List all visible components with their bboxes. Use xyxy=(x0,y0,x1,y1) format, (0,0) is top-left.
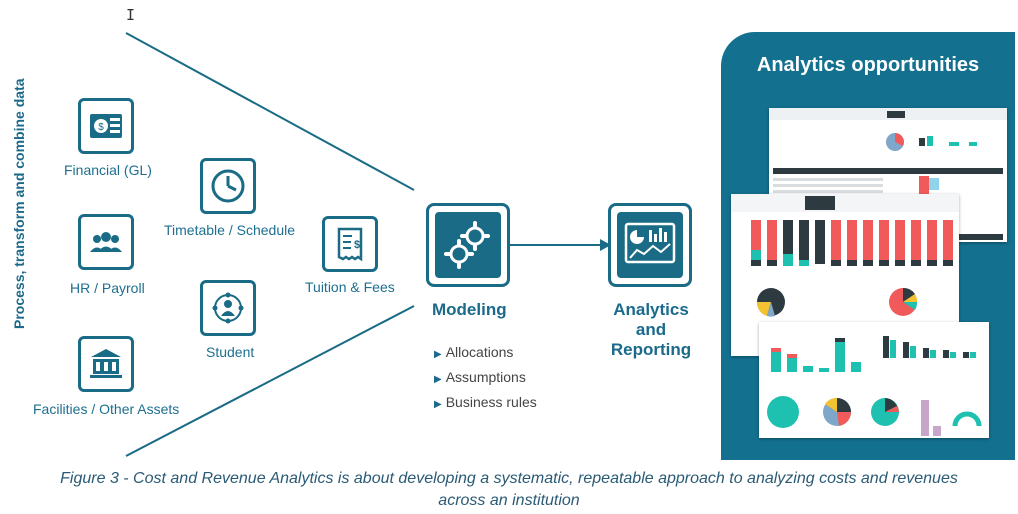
facilities-icon-box xyxy=(78,336,134,392)
clock-icon xyxy=(211,169,245,203)
bullet-arrow-icon: ▶ xyxy=(434,374,442,385)
figure-caption: Figure 3 - Cost and Revenue Analytics is… xyxy=(0,468,1018,512)
analytics-line-1: Analytics xyxy=(613,300,689,319)
dashboard-thumbnail-mixed xyxy=(759,322,989,438)
timetable-icon-box xyxy=(200,158,256,214)
person-network-icon xyxy=(212,292,244,324)
student-label: Student xyxy=(206,344,255,360)
text-cursor-icon: I xyxy=(126,6,136,24)
panel-title: Analytics opportunities xyxy=(756,54,980,76)
bullet-text: Business rules xyxy=(445,394,537,410)
bullet-arrow-icon: ▶ xyxy=(434,399,442,410)
analytics-opportunities-panel: Analytics opportunities xyxy=(721,32,1015,460)
hr-label: HR / Payroll xyxy=(70,280,145,296)
svg-text:$: $ xyxy=(354,239,360,251)
thumbnail-mixed-graphic xyxy=(767,336,982,436)
modeling-icon-box xyxy=(426,203,510,287)
flow-arrow-head xyxy=(600,239,611,251)
money-icon: $ xyxy=(90,114,122,138)
building-icon xyxy=(90,349,122,378)
side-title: Process, transform and combine data xyxy=(11,78,27,329)
modeling-bullet-3: ▶Business rules xyxy=(434,394,537,410)
facilities-label: Facilities / Other Assets xyxy=(33,401,180,417)
people-icon xyxy=(90,232,122,252)
hr-icon-box xyxy=(78,214,134,270)
tuition-label: Tuition & Fees xyxy=(305,279,395,295)
modeling-title: Modeling xyxy=(432,300,507,319)
bullet-text: Assumptions xyxy=(445,369,526,385)
gears-icon xyxy=(444,221,490,269)
analytics-line-3: Reporting xyxy=(610,340,692,359)
funnel-bottom-line xyxy=(125,305,415,457)
analytics-line-2: and xyxy=(635,320,667,339)
tuition-icon-box: $ xyxy=(322,216,378,272)
caption-line-1: Figure 3 - Cost and Revenue Analytics is… xyxy=(60,470,958,487)
modeling-bullet-1: ▶Allocations xyxy=(434,344,513,360)
svg-text:$: $ xyxy=(98,122,104,133)
analytics-icon-box xyxy=(608,203,692,287)
modeling-bullet-2: ▶Assumptions xyxy=(434,369,526,385)
bullet-arrow-icon: ▶ xyxy=(434,349,442,360)
student-icon-box xyxy=(200,280,256,336)
receipt-icon: $ xyxy=(337,227,363,262)
funnel-top-line xyxy=(125,32,415,191)
dashboard-icon xyxy=(624,222,676,264)
caption-line-2: across an institution xyxy=(438,492,580,509)
bullet-text: Allocations xyxy=(445,344,514,360)
financial-icon-box: $ xyxy=(78,98,134,154)
thumbnail-bars-graphic xyxy=(731,194,959,317)
timetable-label: Timetable / Schedule xyxy=(164,222,295,238)
financial-label: Financial (GL) xyxy=(64,162,152,178)
